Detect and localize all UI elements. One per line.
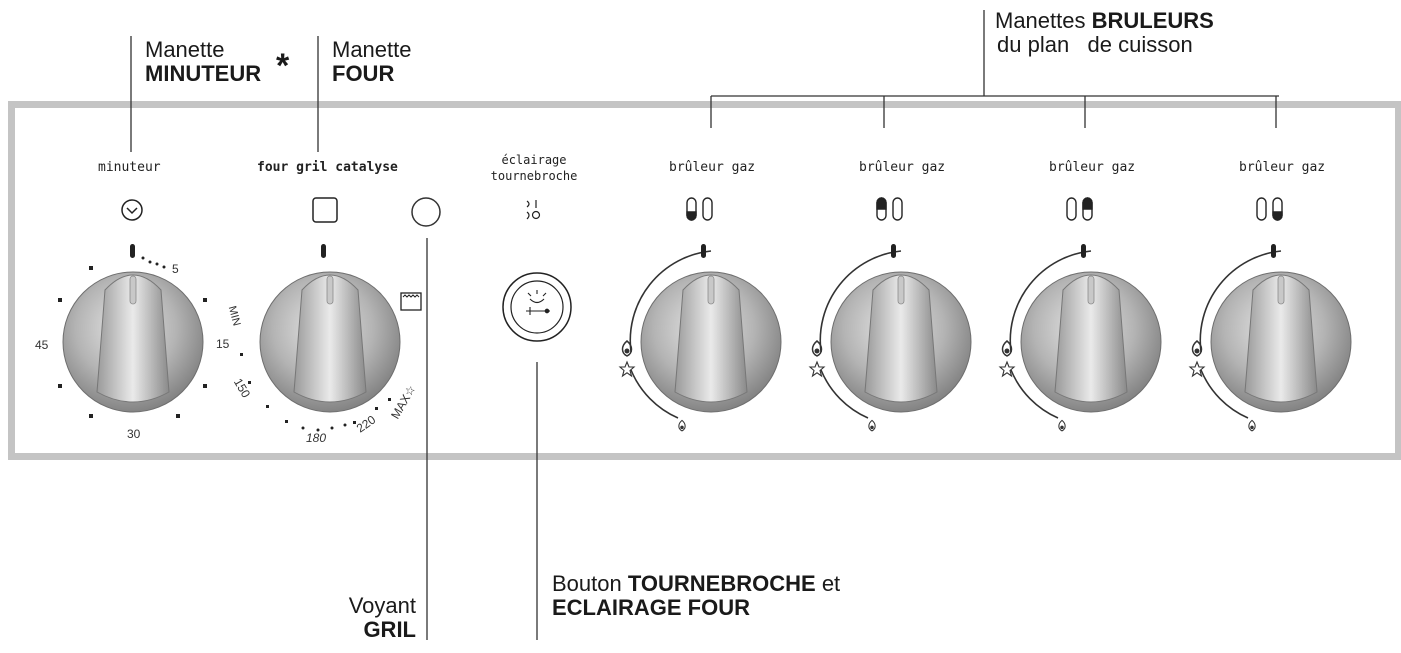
burner-1	[619, 197, 782, 432]
tournebroche-button[interactable]	[502, 272, 572, 342]
callout-voyant-word: Voyant	[348, 593, 416, 618]
eclairage-label-line1: éclairage	[501, 153, 567, 167]
control-panel	[8, 101, 1401, 460]
callout-tournebroche-word: Bouton	[552, 571, 622, 596]
burner-4-label: brûleur gaz	[1239, 160, 1326, 175]
burner-2-label: brûleur gaz	[859, 160, 946, 175]
callout-minuteur: Manette MINUTEUR	[145, 38, 261, 86]
callout-four-word: Manette	[332, 37, 412, 62]
eclairage-symbol-icon	[526, 200, 541, 220]
timer-scale-30: 30	[127, 427, 141, 441]
clock-icon	[121, 199, 143, 221]
oven-scale-180: 180	[306, 431, 327, 445]
callout-minuteur-bold: MINUTEUR	[145, 61, 262, 86]
four-knob[interactable]	[259, 271, 401, 413]
four-label: four gril catalyse	[257, 160, 398, 175]
callout-four: Manette FOUR	[332, 38, 412, 86]
minuteur-knob[interactable]	[62, 271, 204, 413]
callout-bruleurs-bold: BRULEURS	[1091, 8, 1214, 33]
square-icon	[312, 197, 338, 223]
eclairage-label: éclairage tournebroche	[470, 152, 598, 184]
callout-bruleurs-line2a: du plan	[997, 32, 1070, 57]
burner-3-knob[interactable]	[1020, 271, 1162, 413]
burner-3	[999, 197, 1162, 432]
timer-scale-5: 5	[172, 262, 179, 276]
burner-1-label: brûleur gaz	[669, 160, 756, 175]
oven-dots	[240, 244, 391, 432]
callout-bruleurs-word: Manettes	[995, 8, 1086, 33]
burner-3-label: brûleur gaz	[1049, 160, 1136, 175]
callout-tournebroche-et: et	[821, 571, 841, 596]
asterisk-mark: *	[276, 47, 290, 85]
eclairage-label-line2: tournebroche	[490, 169, 578, 183]
burner-2	[809, 197, 972, 432]
leader-lines	[130, 10, 1279, 640]
callout-voyant: Voyant GRIL	[320, 594, 416, 642]
callout-eclairage-bold: ECLAIRAGE FOUR	[552, 595, 750, 620]
timer-dots	[58, 244, 207, 418]
light-rotisserie-icon	[526, 290, 550, 315]
burner-4	[1189, 197, 1352, 432]
burner-2-knob[interactable]	[830, 271, 972, 413]
callout-bruleurs-line2b: de cuisson	[1087, 32, 1193, 57]
oven-icon	[400, 292, 422, 311]
callout-minuteur-word: Manette	[145, 37, 225, 62]
burner-position-icon	[876, 197, 903, 221]
timer-scale-45: 45	[35, 338, 49, 352]
burner-position-icon	[1066, 197, 1093, 221]
callout-bruleurs: Manettes BRULEURS du plan de cuisson	[995, 9, 1214, 57]
burner-1-knob[interactable]	[640, 271, 782, 413]
minuteur-label: minuteur	[98, 160, 161, 175]
burner-position-icon	[1256, 197, 1283, 221]
callout-four-bold: FOUR	[332, 61, 395, 86]
callout-tournebroche: Bouton TOURNEBROCHE et ECLAIRAGE FOUR	[552, 572, 840, 620]
timer-scale-15: 15	[216, 337, 230, 351]
burner-position-icon	[686, 197, 713, 221]
callout-voyant-bold: GRIL	[363, 617, 416, 642]
callout-tournebroche-bold: TOURNEBROCHE	[627, 571, 816, 596]
voyant-gril-indicator	[411, 197, 441, 227]
burner-4-knob[interactable]	[1210, 271, 1352, 413]
